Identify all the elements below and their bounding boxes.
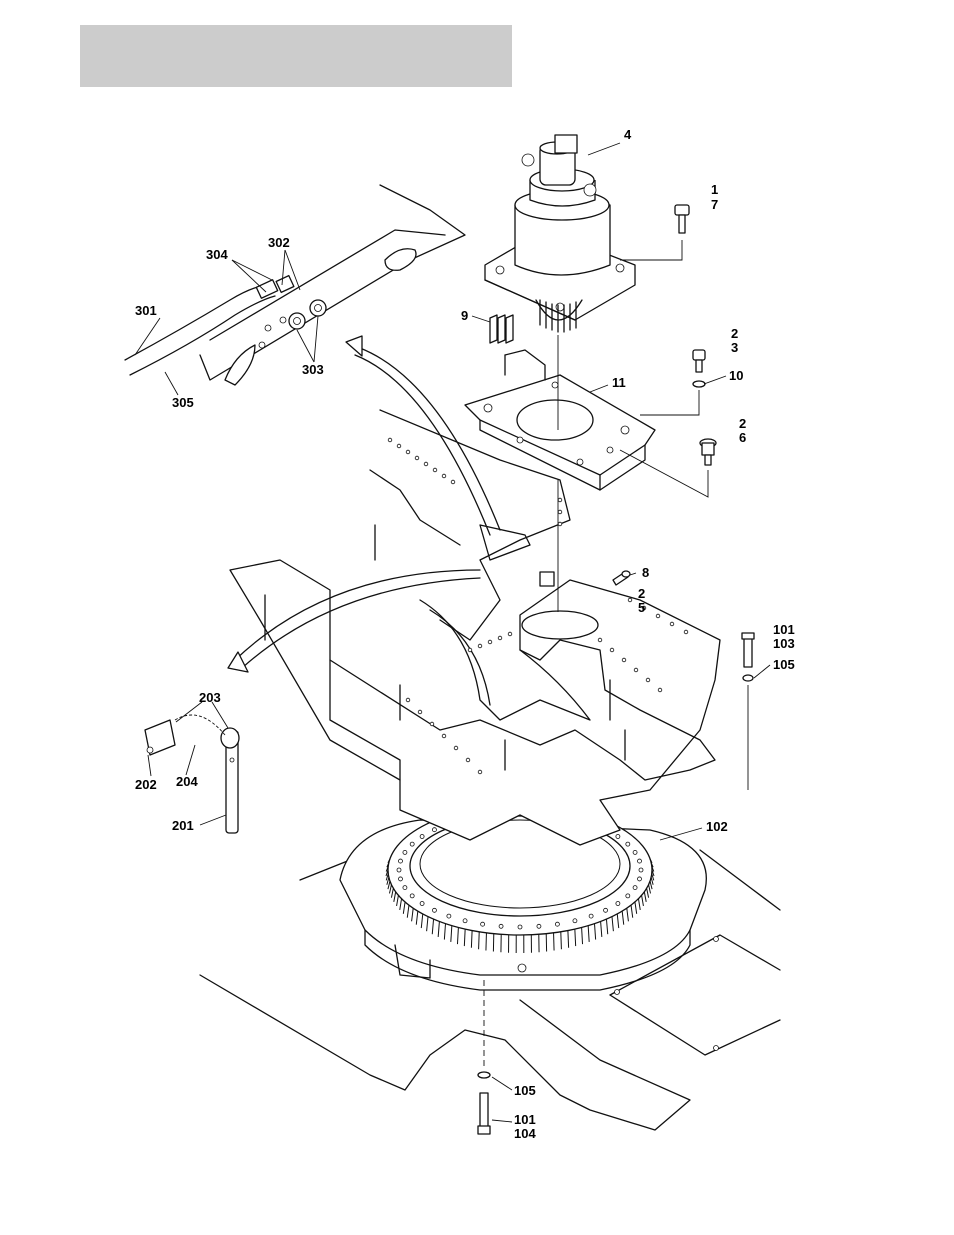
callout-10: 10 [729, 368, 743, 383]
motor-bolt [620, 205, 689, 260]
bolt-washer [640, 350, 705, 415]
callout-204: 204 [176, 774, 198, 789]
callout-302: 302 [268, 235, 290, 250]
callout-304: 304 [206, 247, 228, 262]
callout-4: 4 [624, 127, 632, 142]
swing-motor [485, 135, 635, 332]
callout-1: 1 [711, 182, 718, 197]
callout-301: 301 [135, 303, 157, 318]
callout-6: 6 [739, 430, 746, 445]
swing-bearing-base [340, 805, 706, 990]
callout-201: 201 [172, 818, 194, 833]
callout-202: 202 [135, 777, 157, 792]
callout-101-a: 101 [773, 622, 795, 637]
callout-2-a: 2 [731, 326, 738, 341]
long-bolt-upper [742, 633, 754, 790]
callout-103: 103 [773, 636, 795, 651]
callout-7: 7 [711, 197, 718, 212]
callout-3: 3 [731, 340, 738, 355]
callout-303: 303 [302, 362, 324, 377]
callout-5: 5 [638, 600, 645, 615]
callout-11: 11 [612, 375, 626, 390]
hydraulic-inset [125, 185, 465, 385]
adapter-plate [465, 350, 655, 490]
callout-2-c: 2 [638, 586, 645, 601]
callout-9: 9 [461, 308, 468, 323]
callout-102: 102 [706, 819, 728, 834]
long-bolt-lower [478, 1072, 490, 1134]
callout-8: 8 [642, 565, 649, 580]
small-bolt [613, 571, 630, 585]
callout-2-b: 2 [739, 416, 746, 431]
shims [490, 315, 513, 343]
callout-203: 203 [199, 690, 221, 705]
callout-305: 305 [172, 395, 194, 410]
callout-105-b: 105 [514, 1083, 536, 1098]
callout-105-a: 105 [773, 657, 795, 672]
callout-101-b: 101 [514, 1112, 536, 1127]
callout-104: 104 [514, 1126, 536, 1141]
